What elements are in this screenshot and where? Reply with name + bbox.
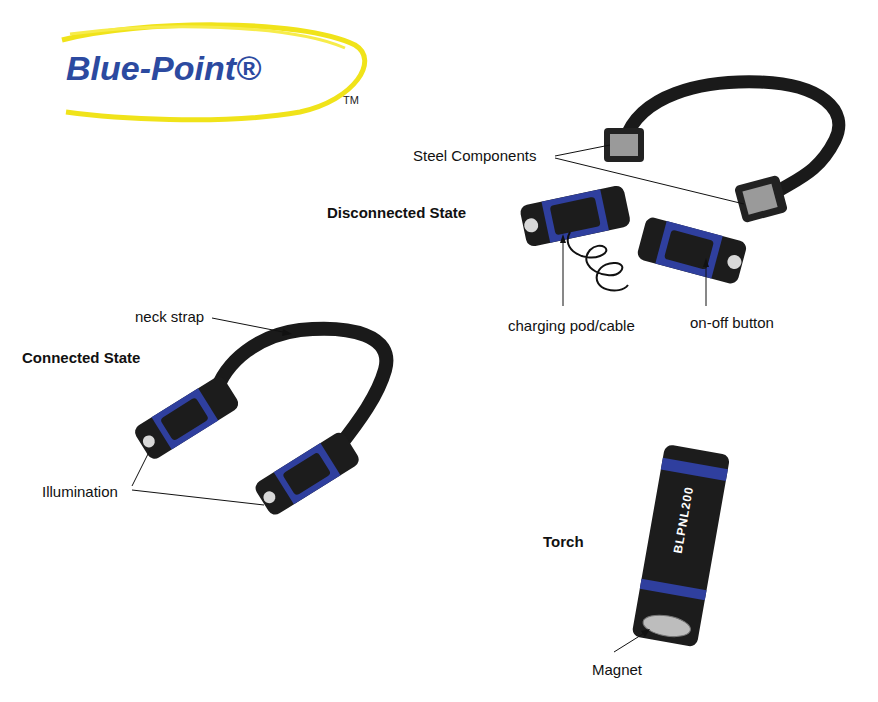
part-label: Steel Components <box>413 148 536 165</box>
neck-band <box>625 82 839 190</box>
steel-end <box>734 175 788 224</box>
state-heading: Disconnected State <box>327 205 466 222</box>
part-label: Illumination <box>42 484 118 501</box>
steel-plate <box>742 184 777 215</box>
trademark-mark: TM <box>343 94 359 106</box>
leader-line <box>132 450 150 486</box>
torch-piece <box>519 184 631 247</box>
leader-line <box>132 490 264 505</box>
leader-line <box>212 318 288 333</box>
torch-piece <box>253 430 362 518</box>
state-heading: Torch <box>543 534 584 551</box>
torch-piece <box>636 216 748 285</box>
part-label: neck strap <box>135 309 204 326</box>
part-label: Magnet <box>592 662 642 679</box>
brand-logo: Blue-Point® <box>66 50 261 87</box>
leader-line <box>555 145 610 156</box>
leader-arrow <box>282 329 292 336</box>
torch <box>631 444 730 647</box>
neck-strap <box>215 329 386 448</box>
steel-plate <box>610 134 638 156</box>
logo-swoosh <box>62 25 365 120</box>
logo-swoosh <box>70 27 345 48</box>
leader-line <box>706 262 707 306</box>
leader-arrow <box>703 258 709 267</box>
part-label: charging pod/cable <box>508 318 635 335</box>
state-heading: Connected State <box>22 350 140 367</box>
leader-line <box>563 238 564 306</box>
part-label: on-off button <box>690 315 774 332</box>
leader-arrow <box>560 234 566 243</box>
charging-cable <box>568 232 628 291</box>
torch-piece <box>132 374 241 462</box>
leader-arrow <box>641 629 650 637</box>
leader-line <box>614 632 646 652</box>
